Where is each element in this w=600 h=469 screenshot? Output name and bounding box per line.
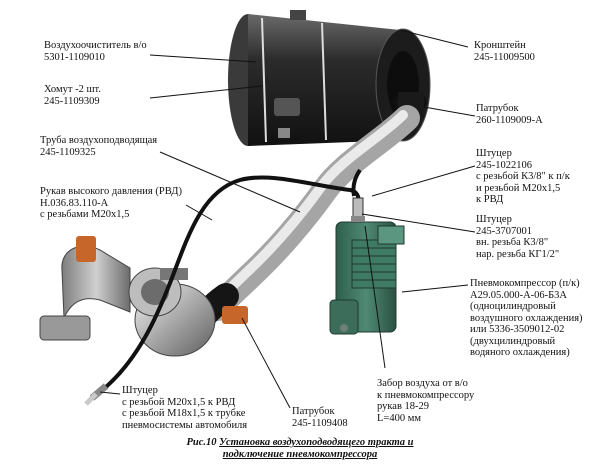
- caption-prefix: Рис.10: [186, 437, 217, 448]
- leader-lines: [99, 29, 476, 409]
- label-clamp: Хомут -2 шт.245-1109309: [44, 84, 101, 107]
- figure-caption: Рис.10 Установка воздухоподводящего трак…: [0, 437, 600, 461]
- exhaust-manifold: [39, 236, 131, 341]
- turbocharger: [128, 267, 248, 357]
- fitting-m20: [84, 383, 109, 406]
- rvd-hose: [98, 175, 361, 394]
- compressor-fittings: [351, 168, 365, 223]
- air-filter: [228, 10, 431, 146]
- label-rvd-hose: Рукав высокого давления (РВД)Н.036.83.11…: [40, 186, 182, 220]
- caption-line-1: Установка воздухоподводящего тракта и: [219, 437, 414, 448]
- label-compressor: Пневмокомпрессор (п/к)А29.05.000-А-06-Б3…: [470, 278, 583, 358]
- compressor: [329, 221, 405, 335]
- caption-line-2: подключение пневмокомпрессора: [222, 449, 378, 460]
